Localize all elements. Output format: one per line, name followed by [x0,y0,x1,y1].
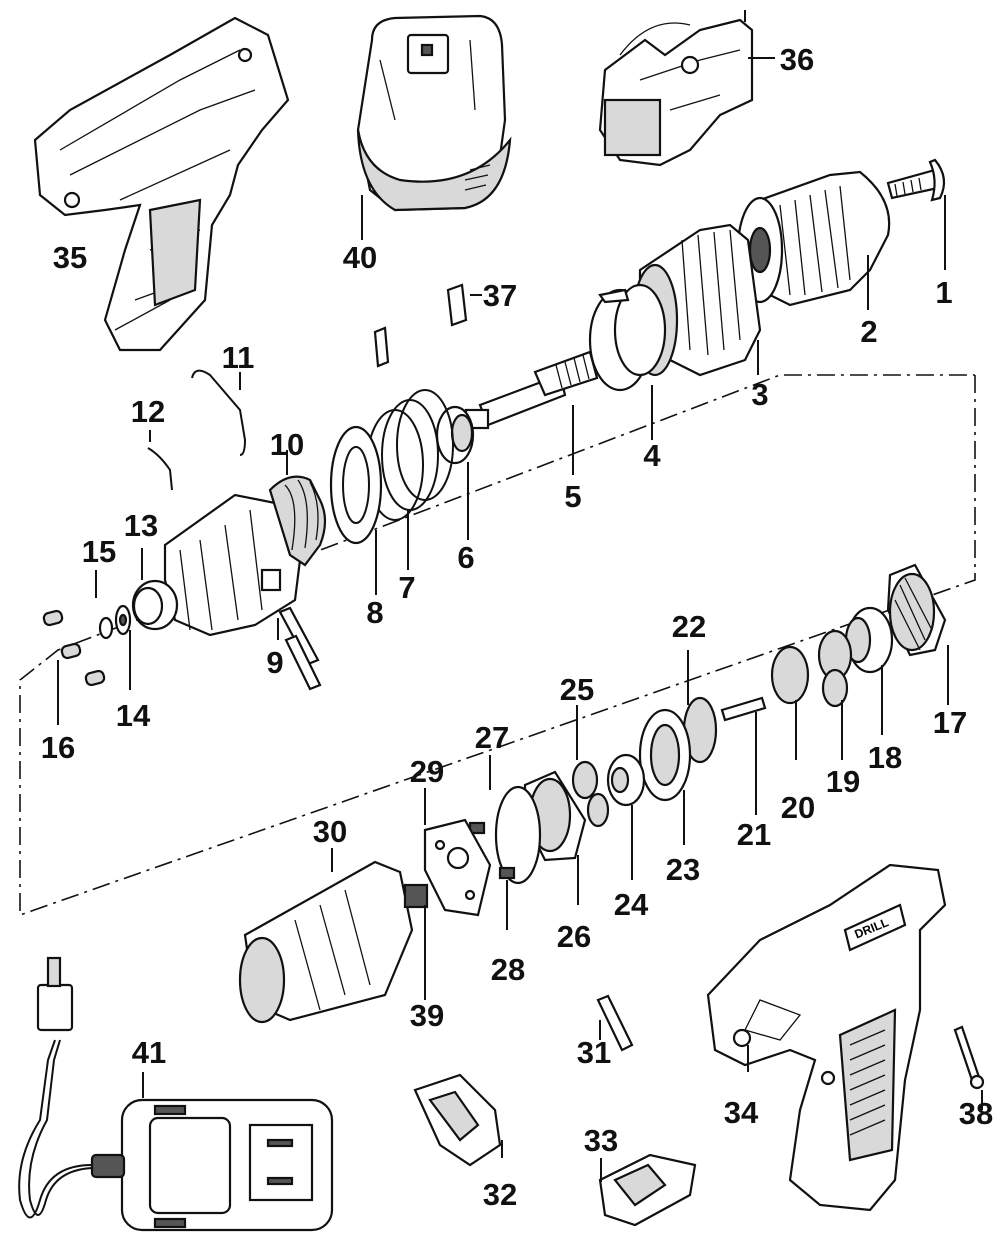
callout-8: 8 [366,595,383,630]
trigger-switch-icon [598,10,775,167]
callout-25: 25 [560,672,594,707]
callout-30: 30 [313,814,347,849]
callout-41: 41 [132,1035,166,1070]
battery-pack-icon [356,14,512,240]
callout-27: 27 [475,720,509,755]
callout-34: 34 [724,1095,759,1130]
motor-plate-icon [423,788,492,917]
washer-plate-icon [329,425,383,595]
callout-10: 10 [270,427,304,462]
chuck-screw-icon [886,158,946,270]
motor-bearing-icon [131,548,179,631]
callout-22: 22 [672,609,706,644]
callout-21: 21 [737,817,771,852]
wall-charger-icon [18,956,334,1232]
carrier-plate-icon [606,753,646,880]
callout-4: 4 [643,438,661,473]
callout-38: 38 [959,1096,993,1131]
direction-switch-icon [598,1153,697,1227]
internal-gear-icon [638,708,692,845]
callout-24: 24 [614,887,649,922]
washer-icon [95,570,132,690]
small-clip-icon [373,283,482,368]
gear-cover-icon [588,283,667,440]
callout-40: 40 [343,240,377,275]
bearing-icon [435,405,475,540]
callout-19: 19 [826,764,860,799]
callout-28: 28 [491,952,525,987]
callout-2: 2 [860,314,877,349]
detent-pin-icon [42,609,106,725]
callout-6: 6 [457,540,474,575]
planet-carrier-icon [844,606,894,735]
callout-14: 14 [116,698,151,733]
callout-33: 33 [584,1123,618,1158]
callout-5: 5 [564,479,581,514]
spacer-disc-icon [489,755,542,885]
callout-31: 31 [577,1035,611,1070]
ring-gear-icon [886,563,949,705]
callout-32: 32 [483,1177,517,1212]
callout-17: 17 [933,705,967,740]
lock-lever-icon [596,994,634,1052]
callout-20: 20 [781,790,815,825]
callout-36: 36 [780,42,814,77]
battery-latch-icon [413,1073,503,1167]
callout-18: 18 [868,740,902,775]
assembled-drill-icon: DRILL [706,863,947,1212]
callout-11: 11 [222,340,255,375]
callout-3: 3 [751,377,768,412]
housing-half-icon [33,16,290,352]
callout-15: 15 [82,534,116,569]
callout-35: 35 [53,240,87,275]
assembly-boundary-line [19,374,976,917]
callout-16: 16 [41,730,75,765]
callout-29: 29 [410,754,444,789]
gear-shaft-icon [720,696,767,815]
clutch-housing-icon [163,450,327,637]
callout-1: 1 [935,275,952,310]
planet-gear-icon [571,629,853,828]
callout-26: 26 [557,919,591,954]
callout-7: 7 [398,570,415,605]
callout-13: 13 [124,508,158,543]
callout-39: 39 [410,998,444,1033]
wire-spring-icon [147,369,247,491]
callout-23: 23 [666,852,700,887]
housing-screw-icon [953,1025,985,1110]
callout-9: 9 [266,645,283,680]
callout-37: 37 [483,278,517,313]
keyless-chuck-icon [736,170,891,310]
pin-icon [277,606,322,691]
dc-motor-icon [238,848,429,1024]
callout-12: 12 [131,394,165,429]
spindle-shaft-icon [464,350,599,475]
